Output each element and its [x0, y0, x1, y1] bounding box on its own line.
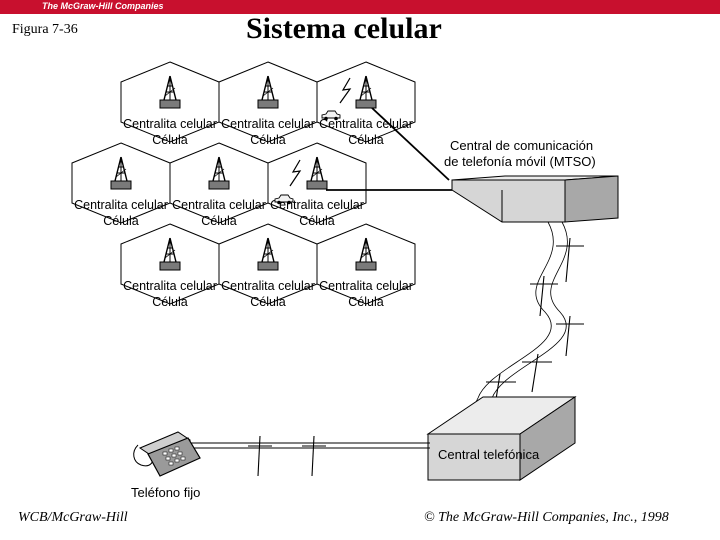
radio-signal-icon	[289, 159, 302, 187]
footer-copyright: © The McGraw-Hill Companies, Inc., 1998	[424, 510, 669, 526]
utility-poles	[486, 237, 584, 413]
cell-station-label: Centralita celular	[270, 198, 364, 212]
cell-label: Célula	[348, 295, 383, 309]
cell-label: Célula	[103, 214, 138, 228]
cell-station-label: Centralita celular	[123, 117, 217, 131]
cell-label: Célula	[299, 214, 334, 228]
cell-station-label: Centralita celular	[319, 279, 413, 293]
copyright-symbol: ©	[424, 510, 435, 525]
cell-station-label: Centralita celular	[221, 117, 315, 131]
figure-label: Figura 7-36	[12, 22, 78, 37]
mtso-label-line2: de telefonía móvil (MTSO)	[444, 154, 596, 169]
cell-station-label: Centralita celular	[172, 198, 266, 212]
cell-label: Célula	[250, 295, 285, 309]
link-line	[371, 107, 450, 181]
exchange-label: Central telefónica	[438, 447, 540, 462]
page-title: Sistema celular	[246, 12, 442, 45]
radio-signal-icon	[339, 77, 352, 104]
publisher-logo: The McGraw-Hill Companies	[42, 1, 164, 11]
utility-poles	[248, 435, 326, 477]
telephone-icon	[133, 431, 201, 477]
cell-station-label: Centralita celular	[74, 198, 168, 212]
cell-label: Célula	[348, 133, 383, 147]
cell-station-label: Centralita celular	[123, 279, 217, 293]
cell-label: Célula	[250, 133, 285, 147]
mtso-box	[451, 175, 619, 223]
cell-label: Célula	[152, 133, 187, 147]
publisher-banner: The McGraw-Hill Companies	[0, 0, 720, 14]
cell-label: Célula	[152, 295, 187, 309]
cell-station-label: Centralita celular	[221, 279, 315, 293]
cell-label: Célula	[201, 214, 236, 228]
exchange-box	[426, 396, 577, 481]
phone-label: Teléfono fijo	[131, 485, 200, 500]
footer-copyright-text: The McGraw-Hill Companies, Inc., 1998	[438, 510, 669, 525]
mtso-label-line1: Central de comunicación	[450, 138, 593, 153]
footer-credit: WCB/McGraw-Hill	[18, 510, 128, 525]
cell-station-label: Centralita celular	[319, 117, 413, 131]
